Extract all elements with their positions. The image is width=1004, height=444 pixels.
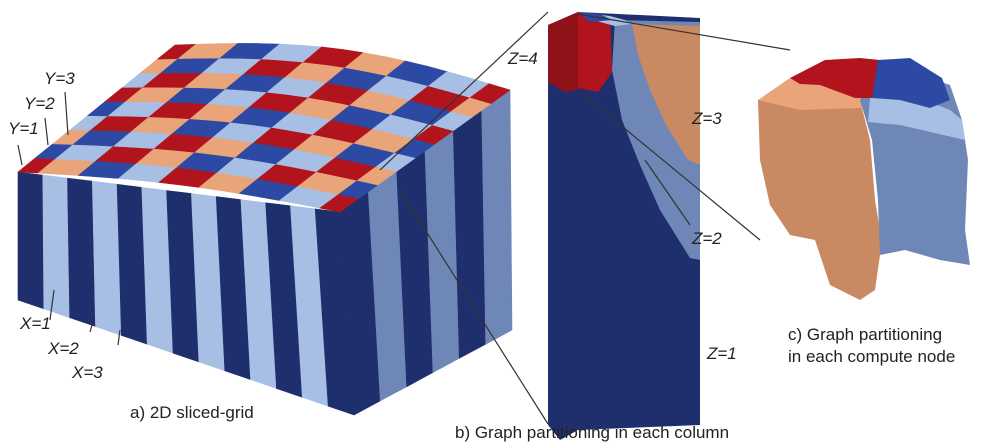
caption-a: a) 2D sliced-grid	[130, 403, 254, 422]
top-face-checkerboard	[17, 43, 511, 213]
label-tick-x2	[89, 317, 95, 333]
node-blue-region	[872, 58, 950, 108]
connector-b-to-c-bottom	[577, 89, 761, 241]
z-label-3: Z=3	[692, 109, 722, 128]
node-light-region	[868, 90, 965, 140]
connector-lines	[17, 11, 791, 425]
x-label-2: X=2	[48, 339, 79, 358]
z-label-1: Z=1	[707, 344, 737, 363]
x-label-1: X=1	[20, 314, 51, 333]
y-label-2: Y=2	[24, 94, 55, 113]
label-tick-x3	[117, 329, 121, 346]
y-label-3: Y=3	[44, 69, 75, 88]
label-tick-y1	[17, 144, 23, 166]
front-column-3	[67, 177, 96, 327]
label-tick-x1	[49, 289, 55, 321]
caption-c-line2: in each compute node	[788, 347, 956, 366]
top-cell	[469, 83, 511, 104]
front-face-columns	[17, 171, 355, 416]
front-column-1	[17, 171, 45, 310]
z-label-2: Z=2	[692, 229, 722, 248]
side-column-5	[452, 109, 487, 359]
column-block	[548, 12, 700, 440]
connector-b-to-c-top	[577, 13, 791, 51]
front-column-2	[42, 174, 71, 319]
x-label-3: X=3	[72, 363, 103, 382]
z-label-4: Z=4	[508, 49, 538, 68]
connector-a-to-b-bottom	[399, 189, 549, 425]
label-tick-z2	[644, 159, 691, 226]
y-label-1: Y=1	[8, 119, 39, 138]
node-tan-region	[758, 96, 880, 300]
connector-a-to-b-top	[379, 11, 549, 171]
caption-c-line1: c) Graph partitioning	[788, 325, 943, 344]
compute-node-subdomain	[758, 58, 970, 300]
column-zone-z4	[578, 12, 612, 92]
caption-b: b) Graph partitioning in each column	[455, 423, 730, 442]
column-front-face	[548, 12, 578, 440]
node-red-region	[790, 58, 880, 98]
column-zone-z4-front	[548, 12, 578, 92]
side-column-6	[481, 89, 513, 345]
side-face-columns	[339, 89, 513, 416]
sliced-grid-block	[17, 43, 513, 416]
label-tick-y3	[64, 91, 69, 136]
node-peach-top	[758, 68, 870, 110]
front-column-4	[91, 180, 122, 336]
label-tick-y2	[44, 117, 49, 146]
column-zone-z3	[632, 24, 700, 165]
